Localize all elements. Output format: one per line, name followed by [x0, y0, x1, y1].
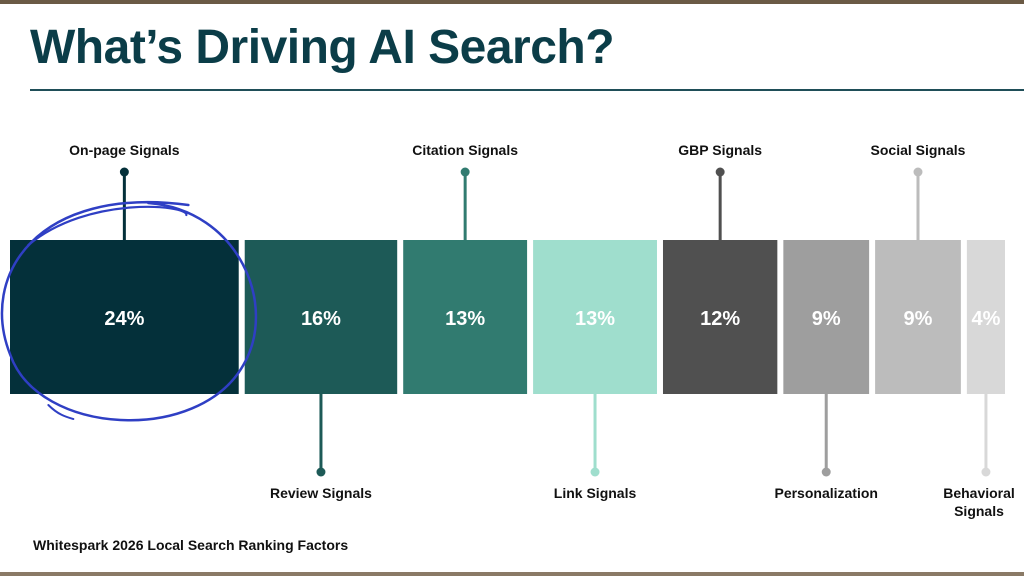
hand-drawn-circle-stroke-2	[27, 205, 188, 247]
bar-segment-on-page-signals	[10, 240, 239, 394]
category-label-on-page-signals: On-page Signals	[69, 142, 180, 158]
connector-dot-citation-signals	[460, 167, 470, 177]
data-label-gbp-signals: 12%	[700, 308, 740, 330]
connector-dot-behavioral-signals	[981, 467, 991, 477]
category-label-citation-signals: Citation Signals	[412, 142, 518, 158]
title-divider	[30, 89, 1024, 91]
bar-segment-social-signals	[875, 240, 961, 394]
hand-drawn-circle-tail	[47, 404, 75, 420]
data-label-review-signals: 16%	[301, 308, 341, 330]
source-caption: Whitespark 2026 Local Search Ranking Fac…	[33, 537, 349, 553]
category-label-personalization: Personalization	[774, 485, 877, 501]
bar-segment-link-signals	[533, 240, 657, 394]
connector-dot-on-page-signals	[119, 167, 129, 177]
bar-segment-behavioral-signals	[966, 240, 1005, 394]
bar-segment-personalization	[783, 240, 870, 394]
data-label-citation-signals: 13%	[445, 308, 485, 330]
data-label-personalization: 9%	[812, 308, 841, 330]
connector-dot-personalization	[821, 467, 831, 477]
data-label-social-signals: 9%	[904, 308, 933, 330]
connector-dot-link-signals	[590, 467, 600, 477]
connector-dot-review-signals	[316, 467, 326, 477]
slide-frame-top	[0, 0, 1024, 4]
connector-dot-social-signals	[913, 167, 923, 177]
category-label-gbp-signals: GBP Signals	[678, 142, 762, 158]
category-label-link-signals: Link Signals	[554, 485, 637, 501]
bar-segment-review-signals	[244, 240, 398, 394]
slide-title: What’s Driving AI Search?	[30, 21, 615, 74]
data-label-behavioral-signals: 4%	[971, 308, 1000, 330]
category-label-review-signals: Review Signals	[270, 485, 372, 501]
data-label-on-page-signals: 24%	[104, 308, 144, 330]
bar-segment-gbp-signals	[662, 240, 778, 394]
data-label-link-signals: 13%	[575, 308, 615, 330]
stacked-bar-chart: 24% On-page Signals 16% Review Signals 13% Ci…	[0, 142, 1015, 519]
slide-frame-bottom	[0, 572, 1024, 576]
category-label-social-signals: Social Signals	[871, 142, 966, 158]
bar-segment-citation-signals	[403, 240, 528, 394]
connector-dot-gbp-signals	[715, 167, 725, 177]
